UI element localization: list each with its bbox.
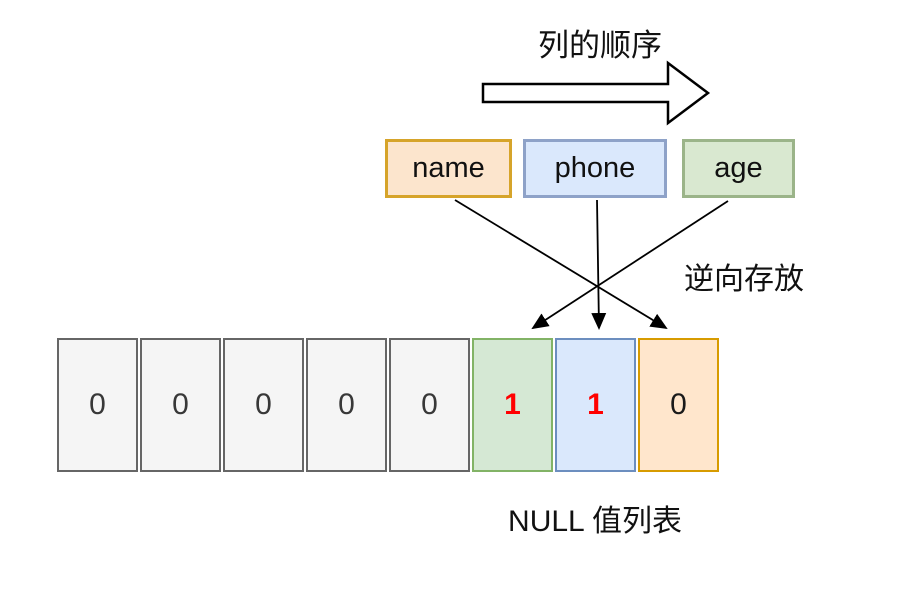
bitmap-cell: 0 — [140, 338, 221, 472]
bitmap-cell: 0 — [389, 338, 470, 472]
null-list-label: NULL 值列表 — [508, 505, 682, 538]
reverse-storage-label: 逆向存放 — [684, 263, 804, 296]
column-chip-name: name — [385, 139, 512, 198]
column-chip-age: age — [682, 139, 795, 198]
bitmap-cell: 0 — [223, 338, 304, 472]
bitmap-cell: 1 — [555, 338, 636, 472]
column-chip-name-label: name — [412, 152, 485, 184]
column-order-arrow-icon — [481, 60, 711, 126]
bitmap-cell: 0 — [306, 338, 387, 472]
bitmap-cell: 0 — [638, 338, 719, 472]
column-chip-phone-label: phone — [554, 152, 636, 184]
column-order-label: 列的顺序 — [538, 28, 662, 63]
age-connector-arrow — [531, 200, 729, 330]
bitmap-cell: 1 — [472, 338, 553, 472]
bitmap-cell: 0 — [57, 338, 138, 472]
name-connector-arrow — [454, 199, 668, 330]
column-chip-age-label: age — [714, 152, 763, 184]
phone-connector-arrow — [591, 199, 607, 330]
column-chip-phone: phone — [523, 139, 667, 198]
